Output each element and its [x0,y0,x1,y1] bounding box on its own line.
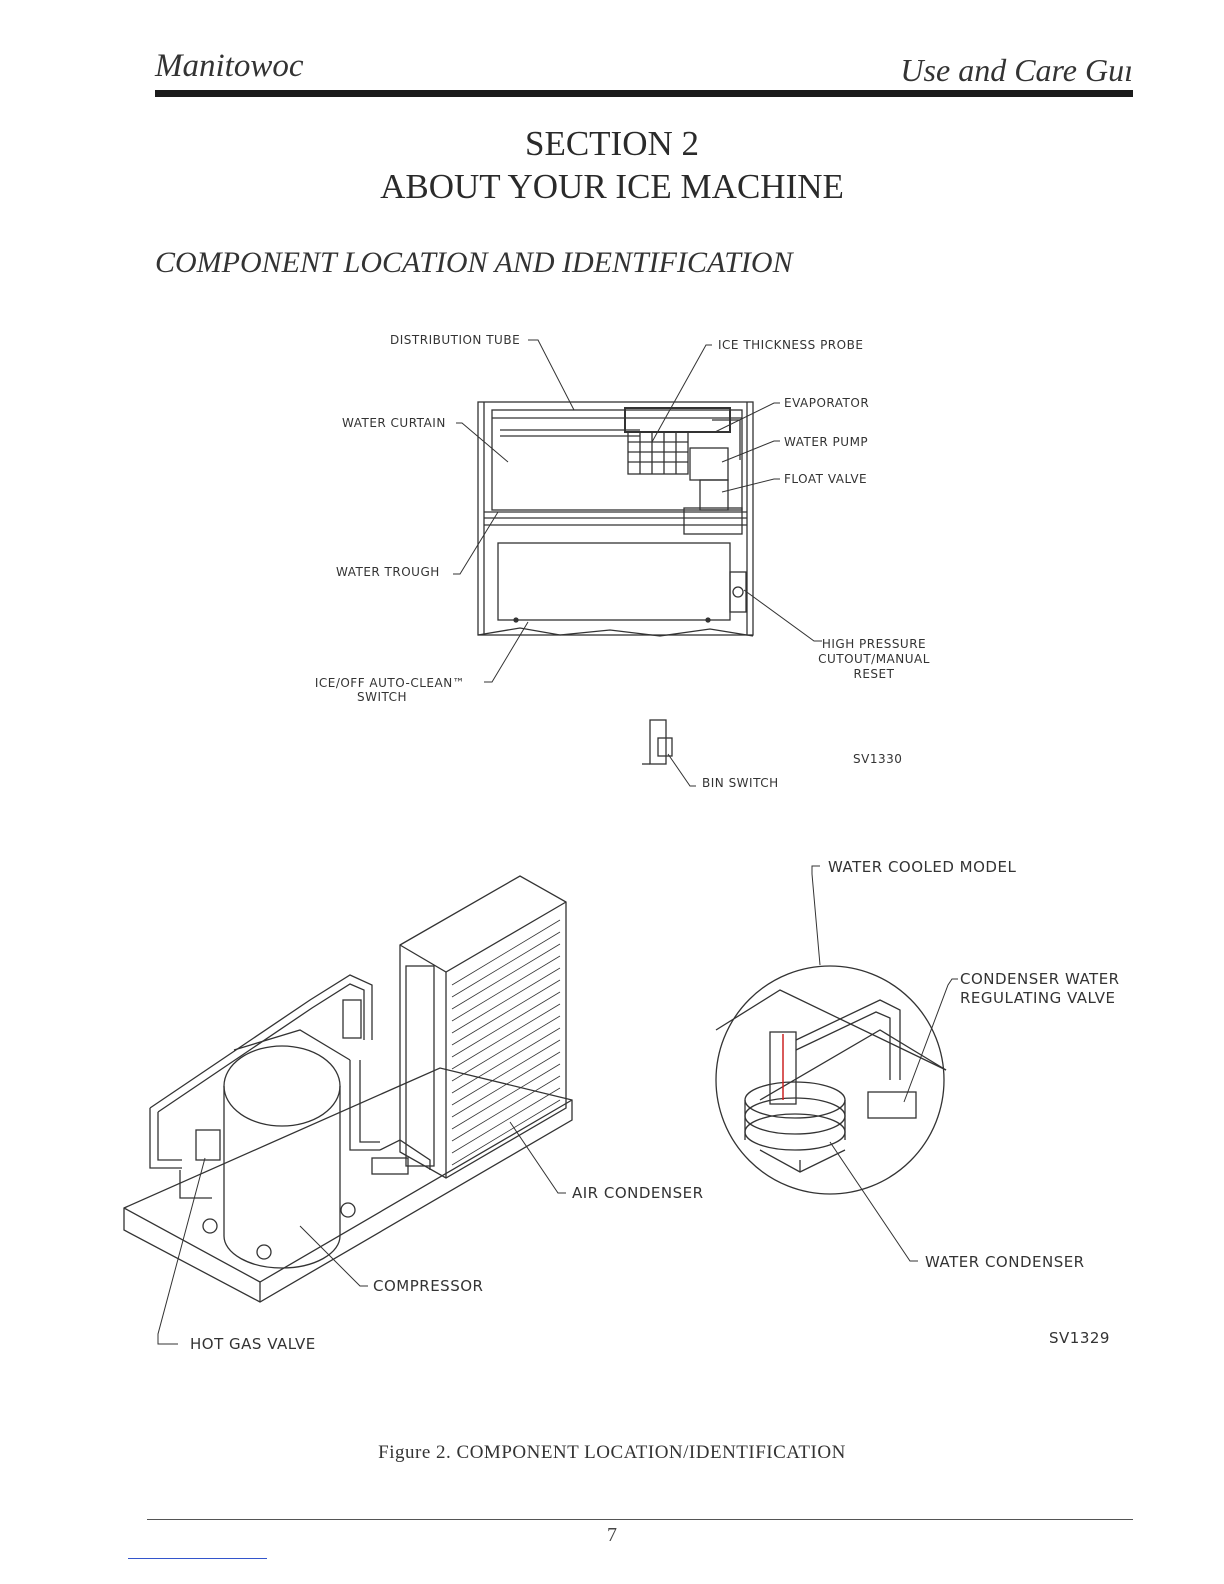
header-rule [155,90,1133,97]
section-number: SECTION 2 [524,124,700,163]
label-ice-thickness-probe: ICE THICKNESS PROBE [718,338,864,352]
condensing-unit-drawing [123,875,573,1303]
footer-rule [147,1519,1133,1520]
figure-caption: Figure 2. COMPONENT LOCATION/IDENTIFICAT… [378,1442,846,1463]
refrigerant-tubing [149,974,431,1199]
label-water-pump: WATER PUMP [784,435,869,449]
brand-header: Manitowoc [155,48,304,84]
guide-title-header: Use and Care Guı [900,52,1133,88]
label-high-pressure-line2: CUTOUT/MANUAL [818,652,930,666]
water-cooled-inset [715,965,947,1195]
label-water-curtain: WATER CURTAIN [342,416,446,430]
figure-ref-code-top: SV1330 [853,752,903,766]
label-distribution-tube: DISTRIBUTION TUBE [390,333,521,347]
page-number: 7 [607,1524,617,1546]
figure-ref-code-bottom: SV1329 [1049,1329,1110,1347]
footer-link-underline [128,1558,267,1559]
air-condenser-fins [451,919,561,1166]
ice-machine-cabinet-drawing [477,401,754,637]
section-title: ABOUT YOUR ICE MACHINE [380,167,844,206]
label-evaporator: EVAPORATOR [784,396,870,410]
label-high-pressure-line3: RESET [853,667,895,681]
label-ice-off-switch-line1: ICE/OFF AUTO-CLEAN™ [314,676,466,690]
label-ice-off-switch-line2: SWITCH [356,690,408,704]
label-condenser-water-line2: REGULATING VALVE [960,989,1116,1007]
bottom-figure-leader-lines [157,865,958,1345]
top-figure-leader-lines [453,339,822,683]
label-high-pressure-line1: HIGH PRESSURE [821,637,927,651]
label-water-cooled-model: WATER COOLED MODEL [828,858,1017,876]
label-air-condenser: AIR CONDENSER [572,1184,704,1202]
label-compressor: COMPRESSOR [373,1277,484,1295]
label-float-valve: FLOAT VALVE [784,472,868,486]
label-bin-switch: BIN SWITCH [702,776,779,790]
bin-switch-drawing [642,719,696,787]
label-water-condenser: WATER CONDENSER [925,1253,1085,1271]
subheading: COMPONENT LOCATION AND IDENTIFICATION [155,246,793,279]
label-condenser-water-line1: CONDENSER WATER [960,970,1120,988]
label-water-trough: WATER TROUGH [336,565,440,579]
compressor-drawing [202,1029,356,1269]
label-hot-gas-valve: HOT GAS VALVE [190,1335,316,1353]
